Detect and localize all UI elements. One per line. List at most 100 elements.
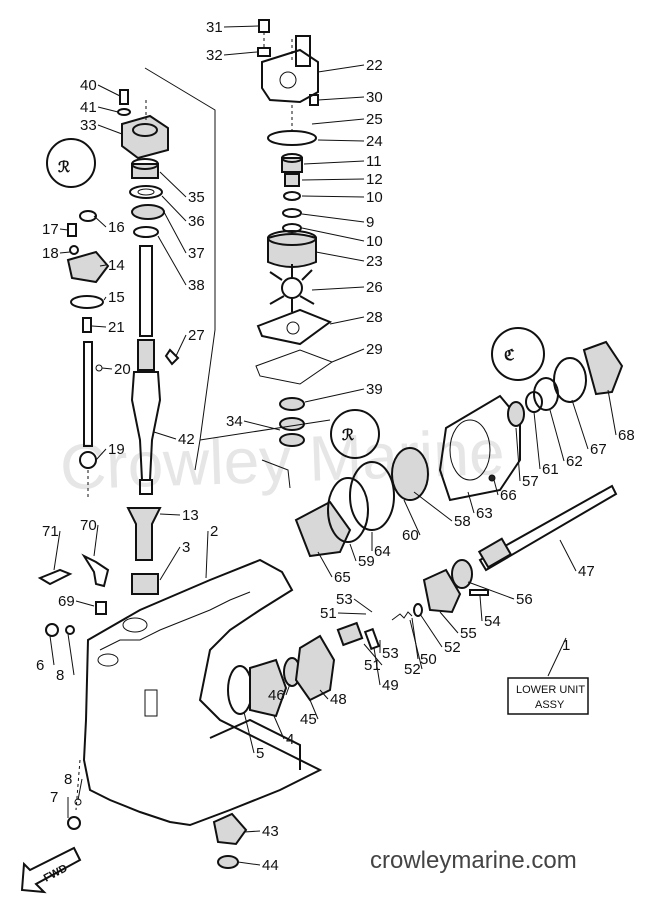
callout-59: 59 <box>349 543 375 570</box>
callout-number: 11 <box>366 153 382 170</box>
svg-text:ℛ: ℛ <box>342 427 354 444</box>
callout-number: 25 <box>366 111 383 128</box>
callout-leader <box>223 51 258 56</box>
callout-leader <box>479 595 483 622</box>
callout-leader <box>533 411 541 470</box>
callout-number: 71 <box>42 523 59 540</box>
drive-shaft-assembly <box>117 89 169 595</box>
callout-number: 52 <box>404 661 421 678</box>
callout-number: 28 <box>366 309 383 326</box>
callout-number: 54 <box>484 613 501 630</box>
callout-number: 9 <box>366 214 374 231</box>
callout-number: 42 <box>178 431 195 448</box>
callout-number: 38 <box>188 277 205 294</box>
callout-55: 55 <box>439 611 477 642</box>
title-box-line2: ASSY <box>535 699 565 711</box>
callout-30: 30 <box>317 89 383 106</box>
callout-leader <box>163 211 187 254</box>
callout-number: 19 <box>108 441 125 458</box>
callout-62: 62 <box>549 409 583 470</box>
callout-6: 6 <box>36 635 55 674</box>
callout-number: 46 <box>268 687 285 704</box>
callout-51: 51 <box>320 605 367 622</box>
callout-leader <box>303 160 365 165</box>
callout-leader <box>95 448 107 461</box>
callout-leader <box>53 530 61 571</box>
callout-number: 57 <box>522 473 539 490</box>
callout-number: 16 <box>108 219 125 236</box>
callout-number: 13 <box>182 507 199 524</box>
callout-63: 63 <box>467 491 493 522</box>
callout-number: 29 <box>366 341 383 358</box>
callout-leader <box>311 286 365 291</box>
callout-leader <box>559 539 577 572</box>
callout-number: 26 <box>366 279 383 296</box>
callout-number: 8 <box>56 667 64 684</box>
lower-left-parts <box>37 553 110 830</box>
callout-number: 39 <box>366 381 383 398</box>
callout-37: 37 <box>163 211 205 262</box>
callout-leader <box>411 617 419 660</box>
callout-leader <box>373 647 381 686</box>
callout-25: 25 <box>311 111 383 128</box>
callout-24: 24 <box>317 133 383 150</box>
callout-leader <box>413 491 453 522</box>
callout-number: 23 <box>366 253 383 270</box>
lower-case <box>75 558 323 827</box>
callout-5: 5 <box>243 711 264 762</box>
callout-number: 41 <box>80 99 97 116</box>
callout-52: 52 <box>404 619 423 678</box>
callout-number: 47 <box>578 563 595 580</box>
callout-leader <box>93 215 107 228</box>
callout-number: 37 <box>188 245 205 262</box>
callout-number: 68 <box>618 427 635 444</box>
callout-leader <box>467 491 475 514</box>
callout-number: 6 <box>36 657 44 674</box>
callout-number: 2 <box>210 523 218 540</box>
callout-number: 17 <box>42 221 59 238</box>
callout-number: 51 <box>320 605 337 622</box>
callout-number: 43 <box>262 823 279 840</box>
callout-leader <box>607 389 617 436</box>
callout-number: 53 <box>382 645 399 662</box>
callout-65: 65 <box>317 551 351 586</box>
callout-40: 40 <box>80 77 121 97</box>
callout-leader <box>153 431 177 440</box>
callout-leader <box>161 195 187 222</box>
callout-19: 19 <box>95 441 125 461</box>
callout-leader <box>93 524 99 557</box>
callout-35: 35 <box>159 171 205 206</box>
callout-leader <box>304 388 365 403</box>
fwd-arrow: FWD <box>20 846 82 894</box>
callout-leader <box>317 64 365 73</box>
callout-57: 57 <box>515 427 539 490</box>
callout-47: 47 <box>559 539 595 580</box>
callout-34: 34 <box>226 413 281 431</box>
svg-text:ℭ: ℭ <box>504 347 515 364</box>
callout-number: 5 <box>256 745 264 762</box>
callout-leader <box>329 316 365 325</box>
callout-number: 63 <box>476 505 493 522</box>
callout-number: 22 <box>366 57 383 74</box>
callout-15: 15 <box>103 289 125 306</box>
callout-16: 16 <box>93 215 125 236</box>
callout-number: 20 <box>114 361 131 378</box>
callout-leader <box>493 479 499 496</box>
callout-leader <box>243 711 255 754</box>
callout-leader <box>317 551 333 578</box>
callout-2: 2 <box>205 523 218 579</box>
callout-50: 50 <box>411 617 437 668</box>
callout-leader <box>59 251 71 254</box>
callout-leader <box>331 348 365 363</box>
callout-number: 40 <box>80 77 97 94</box>
callout-number: 56 <box>516 591 533 608</box>
callout-60: 60 <box>402 499 421 544</box>
callout-leader <box>285 683 291 696</box>
callout-number: 24 <box>366 133 383 150</box>
callout-3: 3 <box>159 539 190 581</box>
callout-22: 22 <box>317 57 383 74</box>
callout-leader <box>317 96 365 101</box>
callout-number: 58 <box>454 513 471 530</box>
callout-48: 48 <box>319 689 347 708</box>
